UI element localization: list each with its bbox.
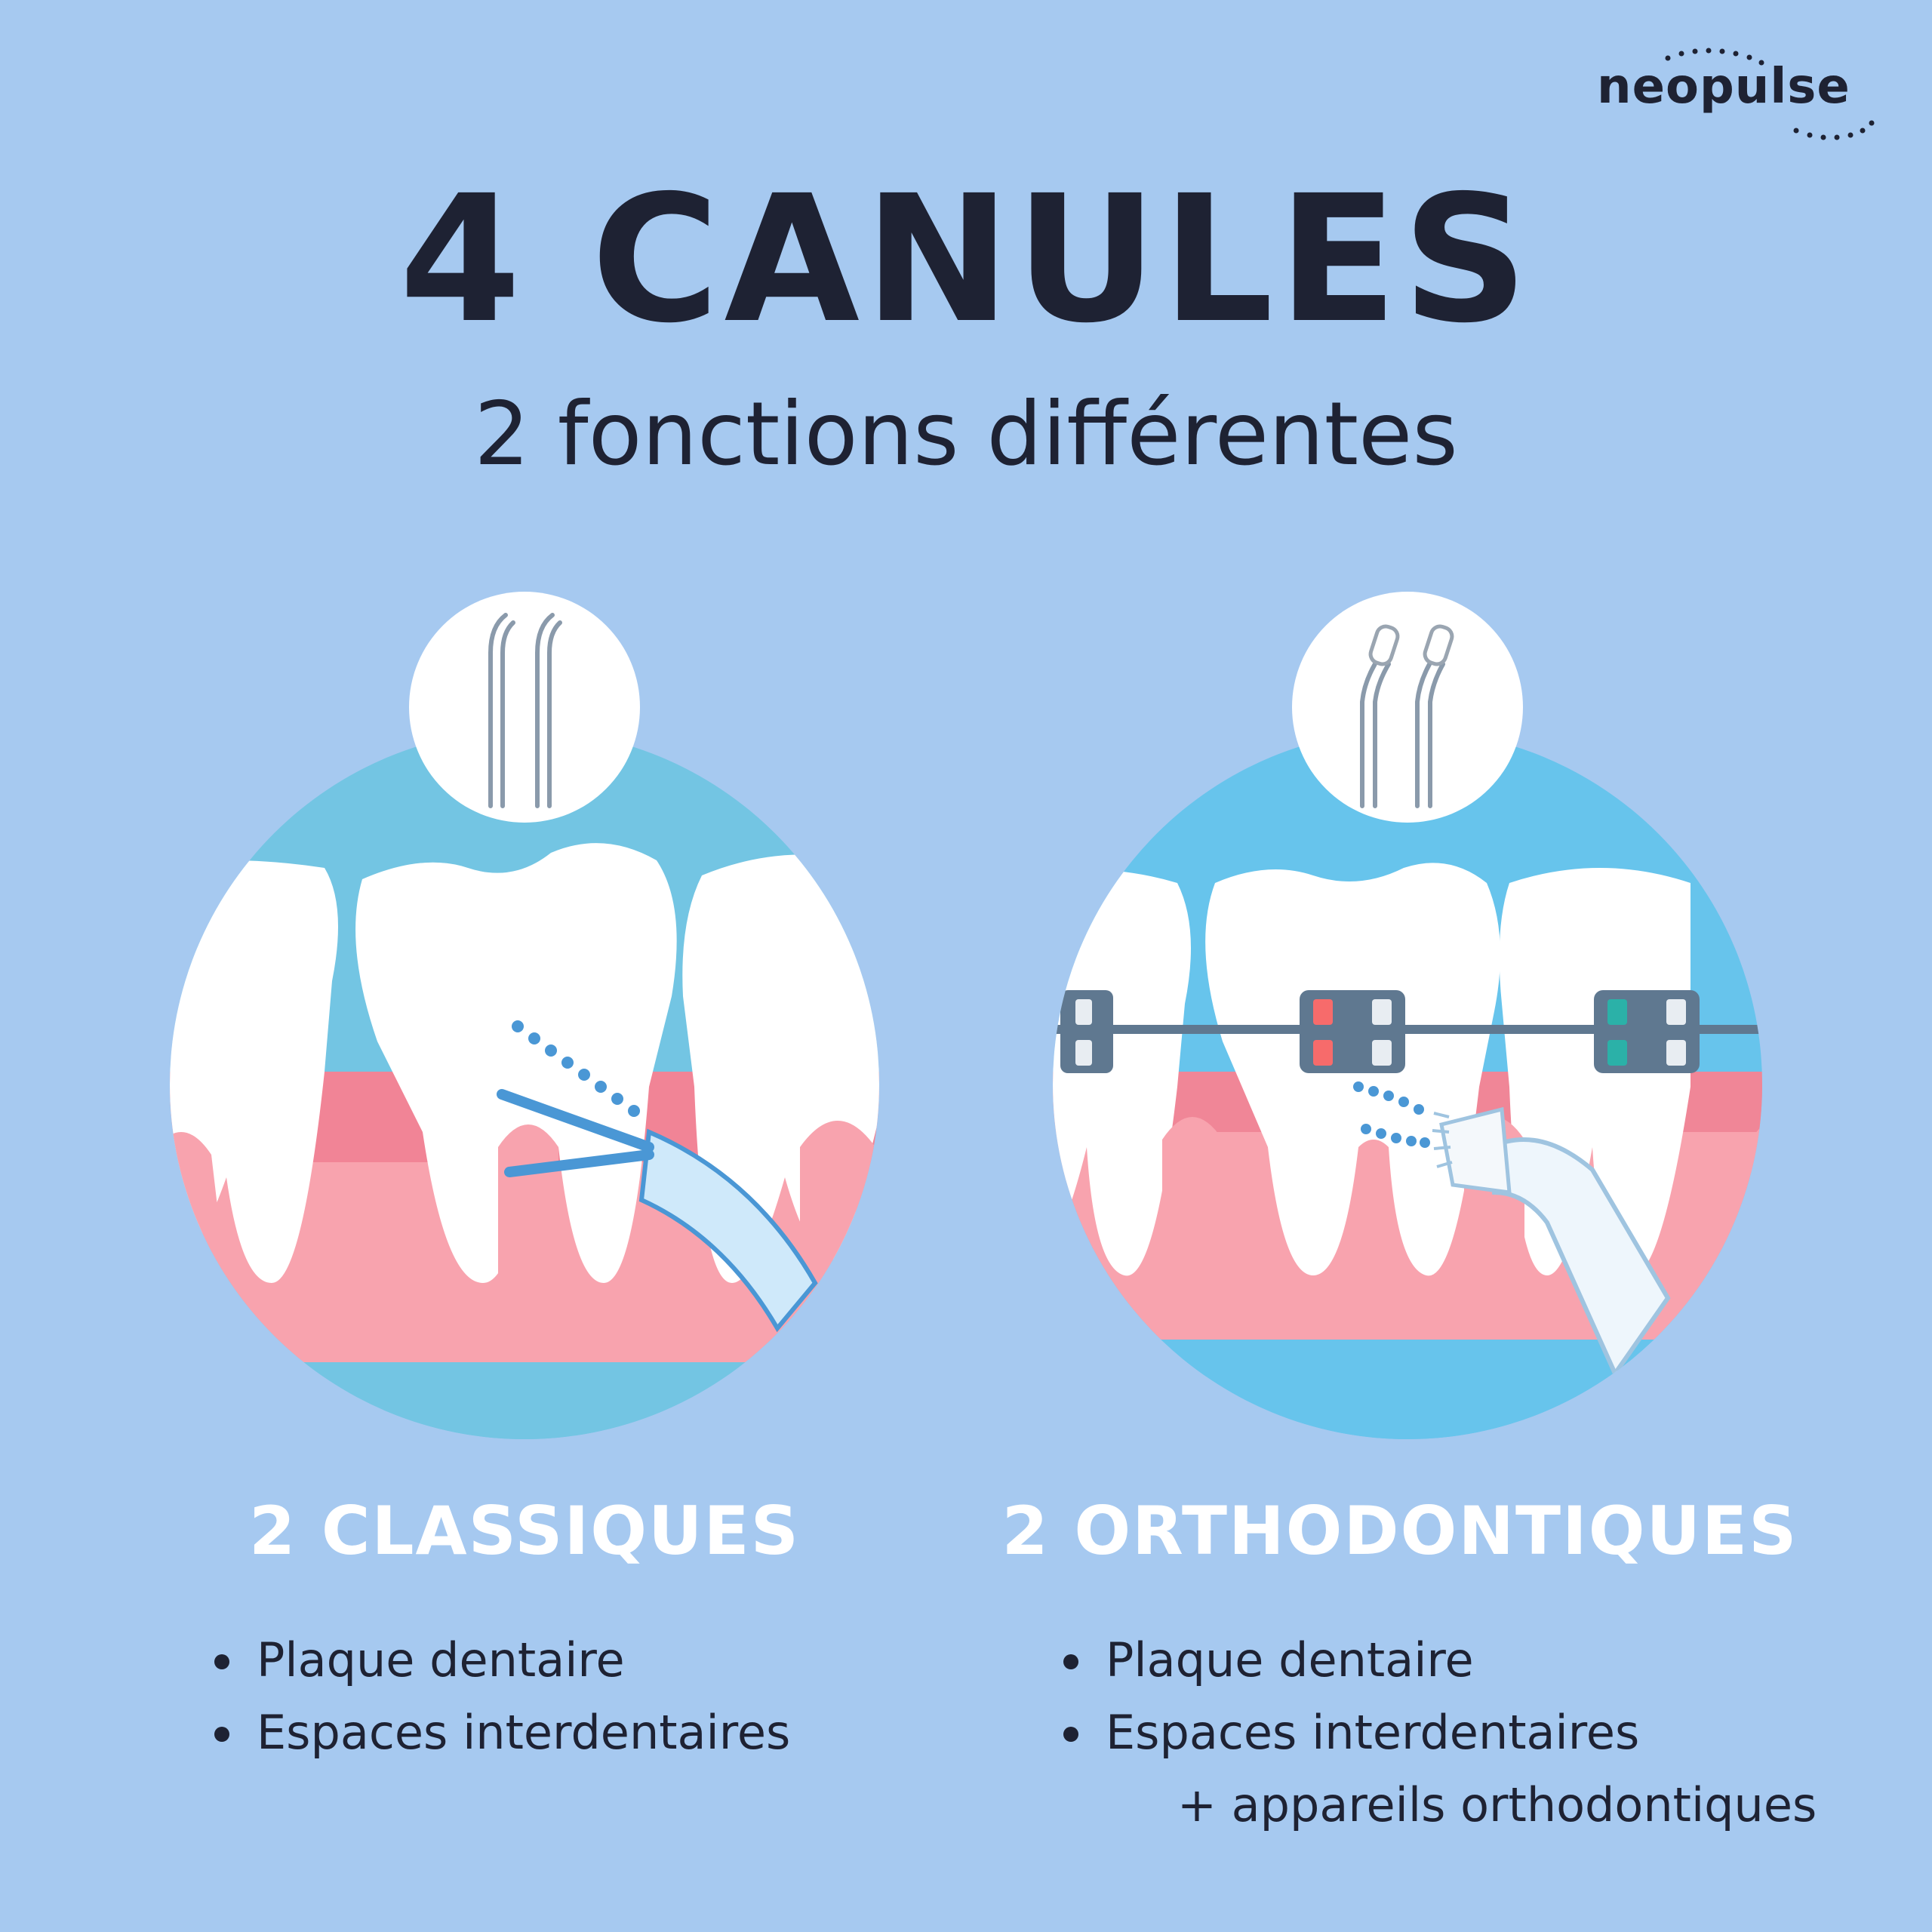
bracket-icon [1594,990,1700,1073]
braces-wire [1053,1025,1762,1034]
nozzle-icon [497,1089,818,1333]
ortho-extra-benefit: + appareils orthodontiques [1177,1777,1817,1832]
list-item: Espaces interdentaires [211,1703,790,1775]
logo-text: neopulse [1597,59,1850,115]
ortho-title: 2 ORTHODONTIQUES [1001,1492,1798,1570]
list-item: Plaque dentaire [1060,1630,1639,1703]
classic-nozzle-badge [409,592,640,823]
logo-dots-icon [1665,48,1875,140]
classic-nozzle-scene [170,730,879,1439]
ortho-nozzle-badge [1292,592,1523,823]
water-spray-icon [1353,1081,1430,1148]
bracket-icon [1060,990,1113,1073]
bracket-icon [1300,990,1405,1073]
classic-title: 2 CLASSIQUES [249,1492,800,1570]
page-subtitle: 2 fonctions différentes [474,383,1458,485]
nozzle-icon [1360,624,1454,808]
ortho-nozzle-scene [1053,730,1762,1439]
list-item: Plaque dentaire [211,1630,790,1703]
brush-tip-icon [1432,1106,1671,1379]
ortho-benefits-list: Plaque dentaire Espaces interdentaires [1060,1630,1639,1775]
nozzle-icon [488,613,562,808]
list-item: Espaces interdentaires [1060,1703,1639,1775]
brand-logo: neopulse [1570,42,1887,162]
page-title: 4 CANULES [399,158,1533,361]
classic-benefits-list: Plaque dentaire Espaces interdentaires [211,1630,790,1775]
water-spray-icon [512,1020,640,1117]
